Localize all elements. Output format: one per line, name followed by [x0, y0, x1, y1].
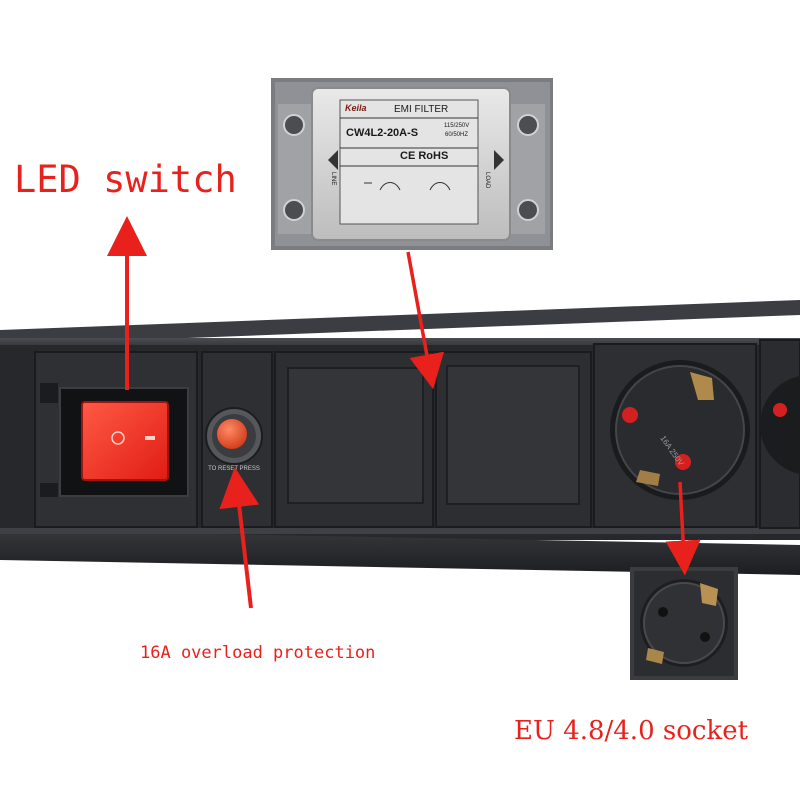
- overload-protection-label: 16A overload protection: [140, 643, 376, 663]
- socket-pin-hole: [675, 454, 691, 470]
- filter-line-label: LINE: [330, 172, 336, 186]
- overload-module: TO RESET PRESS: [201, 351, 273, 528]
- filter-rating-v: 115/250V: [444, 123, 470, 129]
- arrow-emi-filter: [406, 251, 445, 390]
- led-switch-module: [34, 351, 198, 528]
- led-switch-label: LED switch: [14, 158, 237, 201]
- right-arrow-icon: [494, 150, 504, 170]
- filter-rating-hz: 60/50HZ: [445, 132, 469, 138]
- socket-pin-hole: [622, 407, 638, 423]
- led-rocker-switch[interactable]: [81, 401, 169, 481]
- filter-model: CW4L2-20A-S: [346, 127, 419, 139]
- filter-load-label: LOAD: [484, 172, 490, 189]
- eu-socket-module: 16A 250V: [593, 343, 757, 528]
- emi-filter-inset: [271, 78, 553, 250]
- socket-closeup-inset: [630, 567, 738, 680]
- blank-plate-2: [435, 351, 592, 528]
- arrow-overload: [219, 467, 260, 609]
- power-on-icon: [111, 431, 125, 445]
- reset-button[interactable]: [217, 419, 247, 449]
- left-arrow-icon: [328, 150, 338, 170]
- blank-plate-1: [274, 351, 434, 528]
- next-socket-partial: [759, 339, 800, 529]
- filter-cert: CE RoHS: [400, 150, 449, 162]
- arrow-socket: [665, 481, 701, 576]
- eu-socket-label: EU 4.8/4.0 socket: [514, 716, 749, 746]
- filter-title: EMI FILTER: [394, 104, 449, 115]
- filter-brand: Keila: [345, 103, 367, 113]
- callout-arrows: [107, 216, 701, 609]
- breaker-marking: TO RESET PRESS: [208, 466, 260, 472]
